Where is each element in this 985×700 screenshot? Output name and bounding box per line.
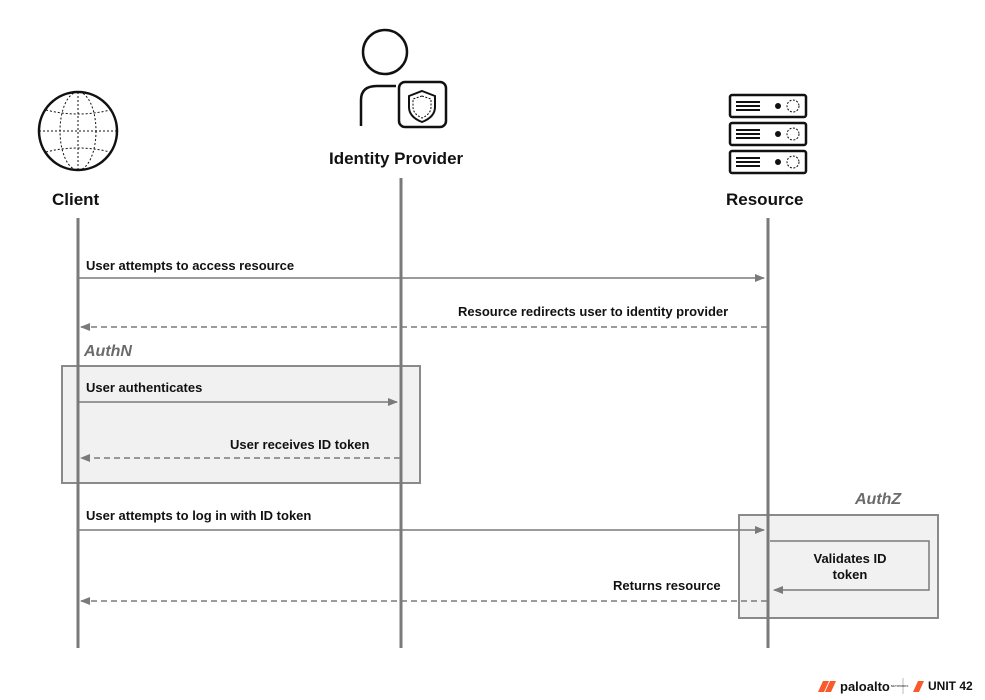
unit42-wordmark: UNIT 42 <box>928 679 973 693</box>
message-label: User receives ID token <box>230 437 370 452</box>
message-label: User authenticates <box>86 380 203 395</box>
user-shield-icon <box>359 28 448 129</box>
arrow-msg-6 <box>770 540 930 594</box>
globe-icon <box>37 90 119 172</box>
message-label: Resource redirects user to identity prov… <box>458 304 729 319</box>
paloalto-brand: paloalto NETWORKS <box>840 676 908 696</box>
message-label: Returns resource <box>613 578 721 593</box>
authn-group-title: AuthN <box>84 343 132 360</box>
paloalto-sub: NETWORKS <box>890 684 909 688</box>
authz-group-title: AuthZ <box>855 491 902 508</box>
server-icon <box>728 93 808 175</box>
paloalto-wordmark: paloalto <box>840 678 890 694</box>
message-label: User attempts to access resource <box>86 258 295 273</box>
authn-group-box <box>61 365 421 484</box>
authz-group-box <box>738 514 939 619</box>
message-label: User attempts to log in with ID token <box>86 508 312 523</box>
paloalto-logo-icon <box>818 681 836 692</box>
actor-idp-label: Identity Provider <box>329 149 464 168</box>
actor-resource-label: Resource <box>726 190 804 209</box>
unit42-brand: UNIT 42 <box>928 676 973 696</box>
actor-client-label: Client <box>52 190 100 209</box>
unit42-logo-icon <box>913 681 924 692</box>
message-label: Validates ID token <box>813 551 887 582</box>
